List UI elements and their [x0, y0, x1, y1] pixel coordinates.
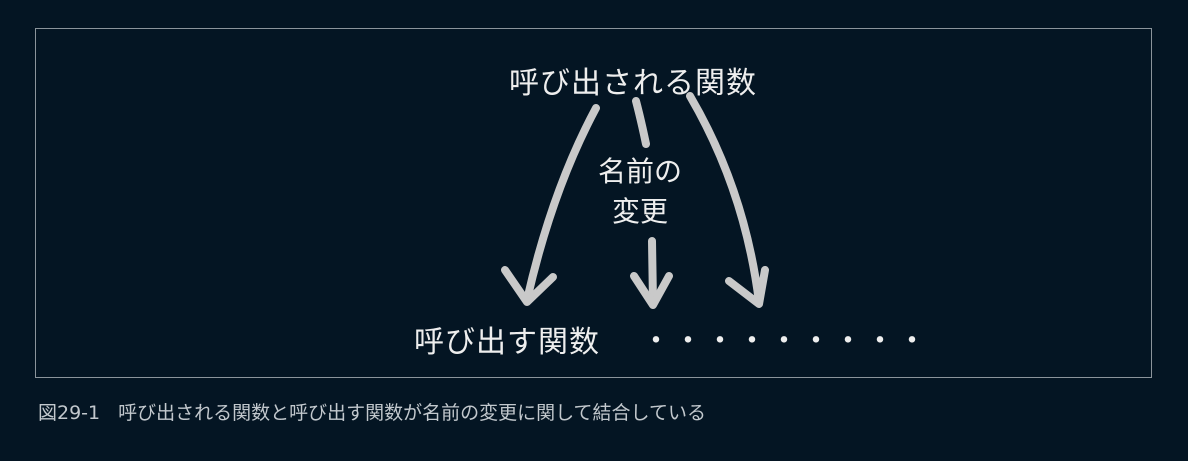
- figure-caption: 図29-1 呼び出される関数と呼び出す関数が名前の変更に関して結合している: [38, 398, 706, 425]
- figure-number: 図29-1: [38, 402, 101, 424]
- right-arrow-shaft: [686, 92, 763, 306]
- middle-arrow-head: [630, 272, 673, 309]
- caller-function-label: 呼び出す関数: [414, 325, 600, 360]
- rename-label-line-2: 変更: [611, 195, 668, 228]
- middle-arrow-shaft-top: [632, 97, 650, 148]
- callee-function-label: 呼び出される関数: [509, 66, 757, 101]
- ellipsis-dots: ・・・・・・・・・: [641, 324, 929, 359]
- right-arrow-head: [725, 266, 769, 308]
- left-arrow-shaft: [523, 104, 600, 304]
- rename-label: 名前の 変更: [598, 152, 682, 232]
- figure-caption-text: 呼び出される関数と呼び出す関数が名前の変更に関して結合している: [118, 402, 706, 424]
- diagram-frame: [35, 28, 1152, 378]
- left-arrow-head: [501, 266, 557, 306]
- middle-arrow-shaft-bottom: [648, 237, 657, 307]
- rename-label-line-1: 名前の: [598, 155, 683, 188]
